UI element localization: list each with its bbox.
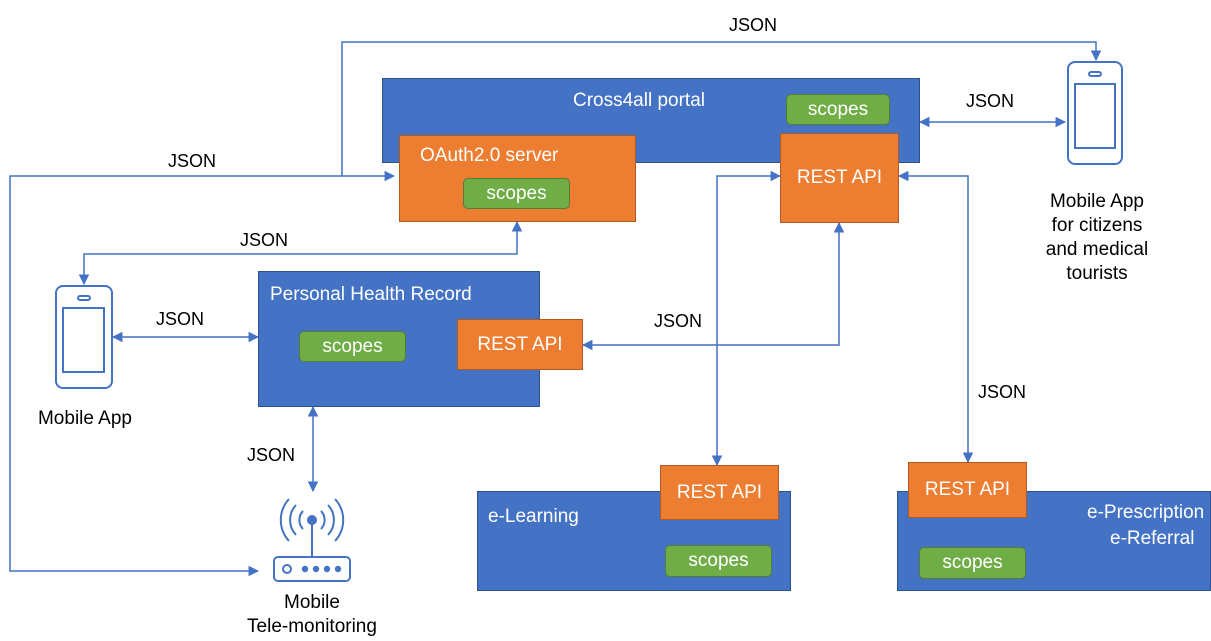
eprescription-rest-api-box: REST API: [908, 462, 1027, 518]
connector-top-json: [341, 41, 1102, 176]
mobile-phone-left-icon: [55, 285, 113, 389]
connector-portal-elearning: [711, 170, 782, 467]
mobile-app-right-caption-line: tourists: [1066, 263, 1128, 284]
cross4all-portal-title: Cross4all portal: [573, 90, 705, 111]
mobile-app-left-caption-line: Mobile App: [37, 408, 132, 429]
eprescription-title-line2: e-Referral: [1110, 528, 1195, 549]
portal-rest-api-label: REST API: [796, 167, 883, 188]
telemonitoring-caption-line: Mobile: [284, 592, 340, 613]
json-label-portal-right: JSON: [966, 91, 1015, 111]
telemonitoring-router-icon: [273, 498, 351, 582]
mobile-app-left-caption: Mobile App: [10, 407, 160, 431]
elearning-scopes-badge: scopes: [665, 545, 772, 577]
json-label-top: JSON: [729, 15, 778, 35]
oauth-scopes-badge: scopes: [463, 178, 570, 209]
connector-phr-portal-api: [581, 221, 845, 351]
eprescription-rest-api-label: REST API: [924, 479, 1011, 500]
elearning-rest-api-label: REST API: [676, 481, 763, 503]
telemonitoring-caption-line: Tele-monitoring: [247, 616, 377, 637]
json-label-phr-api: JSON: [654, 311, 703, 331]
connector-oauth-mobile-left: [78, 220, 523, 286]
json-label-oauth-down: JSON: [240, 230, 289, 250]
phr-title: Personal Health Record: [270, 284, 472, 305]
phr-rest-api-box: REST API: [457, 319, 583, 370]
json-label-phone-phr: JSON: [156, 309, 205, 329]
mobile-app-right-caption: Mobile App for citizens and medical tour…: [1022, 190, 1172, 286]
portal-rest-api-box: REST API: [780, 133, 899, 223]
eprescription-title-line1: e-Prescription: [1087, 502, 1205, 523]
telemonitoring-caption: Mobile Tele-monitoring: [222, 591, 402, 639]
json-label-left-top: JSON: [168, 151, 217, 171]
elearning-rest-api-box: REST API: [660, 465, 779, 520]
mobile-app-right-caption-line: for citizens: [1051, 215, 1143, 236]
mobile-phone-right-icon: [1067, 61, 1123, 165]
mobile-app-right-caption-line: and medical: [1045, 239, 1149, 260]
phr-rest-api-label: REST API: [477, 333, 563, 355]
portal-scopes-badge: scopes: [786, 94, 890, 125]
elearning-title: e-Learning: [488, 506, 579, 527]
eprescription-scopes-badge: scopes: [919, 547, 1026, 579]
phr-scopes-badge: scopes: [299, 331, 406, 362]
oauth-server-title: OAuth2.0 server: [420, 145, 559, 166]
mobile-app-right-caption-line: Mobile App: [1049, 191, 1144, 212]
json-label-eprescription: JSON: [978, 382, 1027, 402]
connector-oauth-telemonitoring: [9, 170, 396, 577]
json-label-phr-tele: JSON: [247, 445, 296, 465]
connector-portal-eprescription: [897, 170, 974, 464]
